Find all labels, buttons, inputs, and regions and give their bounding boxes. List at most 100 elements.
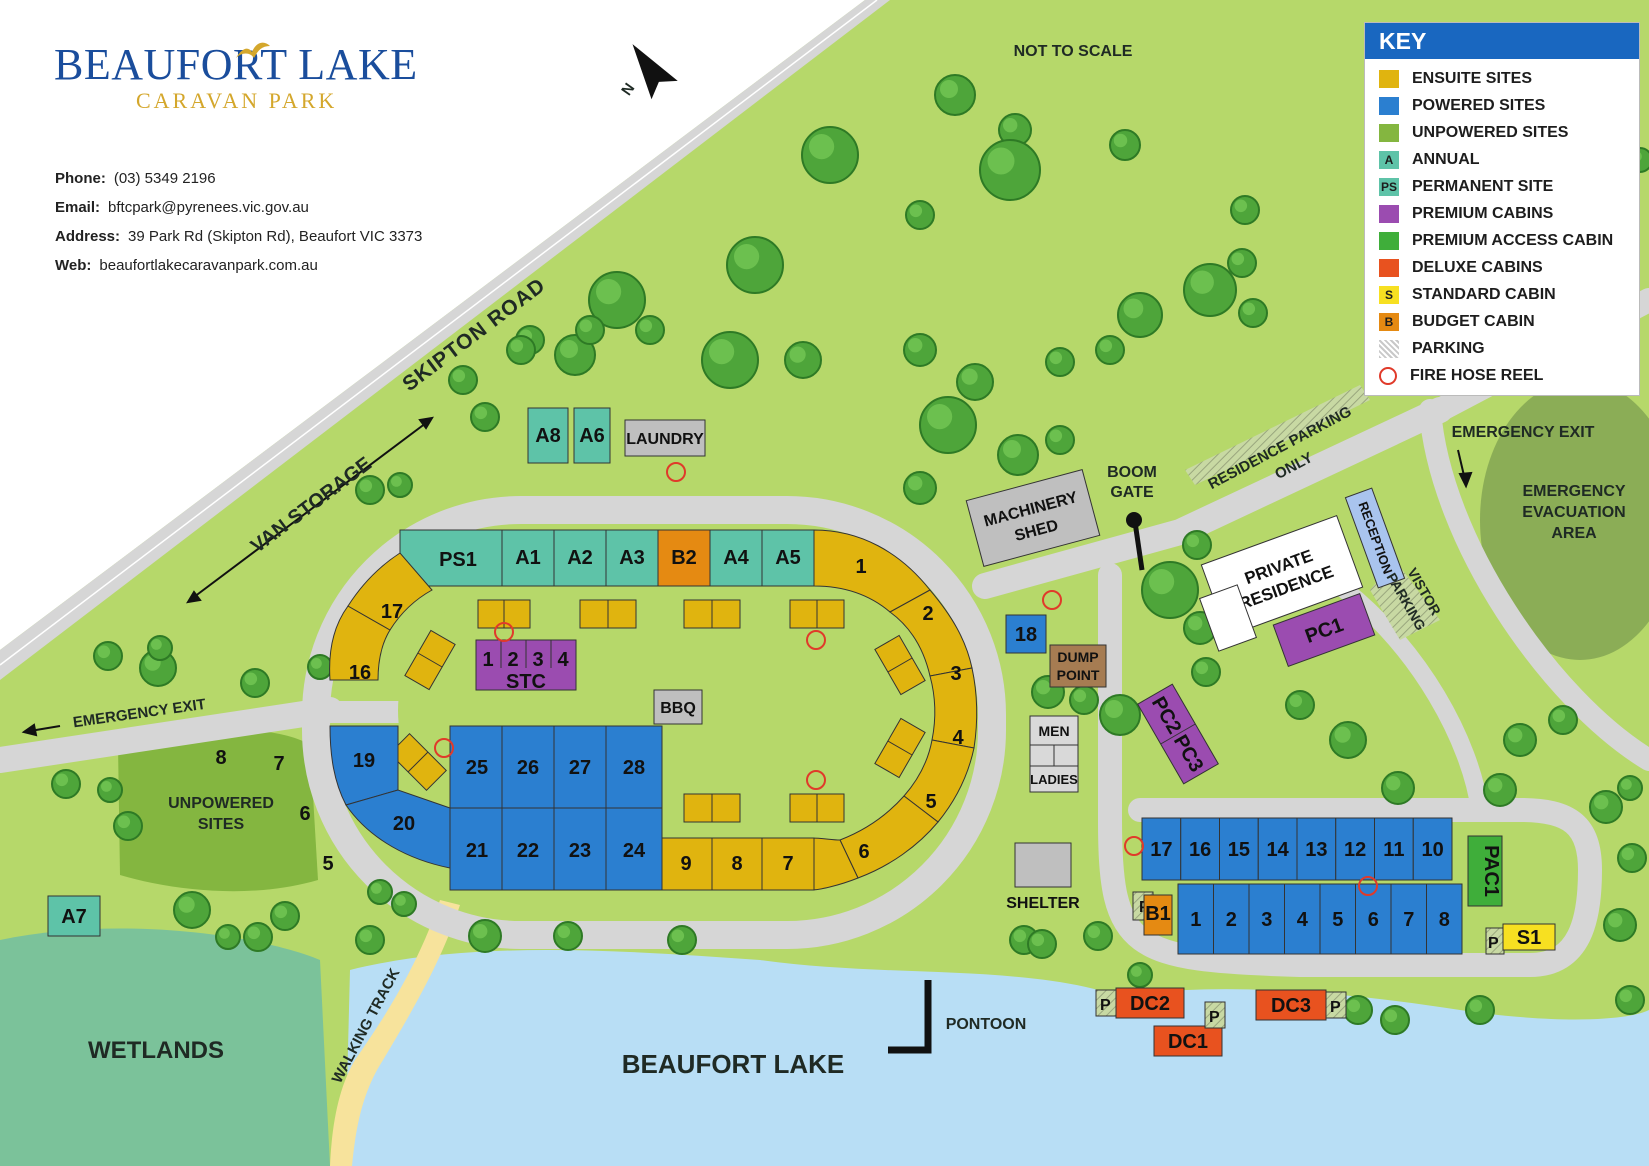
ladies-label: LADIES (1030, 772, 1078, 787)
east-site-3[interactable] (1248, 883, 1285, 955)
emergency-exit-east-label: EMERGENCY EXIT (1452, 424, 1595, 441)
key-label: DELUXE CABINS (1412, 258, 1543, 276)
site-a6[interactable] (573, 407, 611, 464)
tree-highlight (987, 147, 1015, 175)
label-b2: B2 (671, 547, 697, 569)
label-site-8: 8 (731, 853, 742, 875)
tree-highlight (1608, 913, 1623, 928)
east-site-5[interactable] (1319, 883, 1356, 955)
east-site-11[interactable] (1374, 817, 1414, 881)
key-item: UNPOWERED SITES (1379, 119, 1639, 146)
label-stc-3: 3 (532, 649, 543, 671)
bbq-label: BBQ (660, 700, 696, 717)
contact-web: Web: beaufortlakecaravanpark.com.au (55, 257, 422, 286)
tree-highlight (1231, 252, 1245, 266)
stc-cabins: 1 2 3 4 STC (475, 639, 577, 693)
cabin-s1[interactable] (1502, 923, 1556, 951)
east-site-4[interactable] (1284, 883, 1321, 955)
site-21[interactable] (449, 807, 503, 891)
scale-note: NOT TO SCALE (1014, 43, 1133, 60)
tree-highlight (311, 658, 322, 669)
cabin-dc3[interactable] (1255, 989, 1327, 1021)
east-site-1[interactable] (1177, 883, 1214, 955)
tree-highlight (1113, 133, 1128, 148)
site-23[interactable] (553, 807, 607, 891)
east-site-15[interactable] (1219, 817, 1259, 881)
east-site-7[interactable] (1390, 883, 1427, 955)
key-label: PREMIUM ACCESS CABIN (1412, 231, 1614, 249)
label-site-20: 20 (393, 813, 415, 835)
site-24[interactable] (605, 807, 663, 891)
site-a7[interactable] (47, 895, 101, 937)
east-site-14[interactable] (1257, 817, 1298, 881)
fire-hose-reel (1358, 876, 1378, 896)
wetlands-label: WETLANDS (88, 1037, 224, 1064)
web-value[interactable]: beaufortlakecaravanpark.com.au (99, 257, 318, 274)
trees (51, 74, 1649, 1035)
tree-highlight (510, 339, 524, 353)
site-22[interactable] (501, 807, 555, 891)
pontoon[interactable] (888, 980, 932, 1054)
tree-highlight (1099, 339, 1113, 353)
cabin-b1[interactable] (1143, 894, 1173, 936)
key-label: PERMANENT SITE (1412, 177, 1554, 195)
shelter-building[interactable] (1014, 842, 1072, 888)
tree-highlight (473, 924, 488, 939)
tree-highlight (940, 80, 958, 98)
label-east-site-16: 16 (1189, 839, 1211, 861)
east-site-2[interactable] (1213, 883, 1250, 955)
site-28[interactable] (605, 725, 663, 809)
cabin-dc1[interactable] (1153, 1025, 1223, 1057)
tree-highlight (1131, 966, 1142, 977)
site-7[interactable] (761, 837, 815, 891)
label-site-21: 21 (466, 840, 488, 862)
brand-subtitle: CARAVAN PARK (136, 88, 338, 113)
phone-value[interactable]: (03) 5349 2196 (113, 170, 216, 187)
key-swatch (1379, 123, 1399, 142)
key-item: PS PERMANENT SITE (1379, 173, 1639, 200)
east-site-16[interactable] (1180, 817, 1220, 881)
cabin-pac1[interactable] (1467, 835, 1503, 907)
key-swatch: PS (1379, 177, 1399, 196)
east-site-6[interactable] (1355, 883, 1392, 955)
east-site-8[interactable] (1426, 883, 1463, 955)
key-swatch (1379, 231, 1399, 250)
site-17[interactable] (347, 552, 433, 631)
site-27[interactable] (553, 725, 607, 809)
site-a2[interactable] (553, 529, 607, 587)
email-value[interactable]: bftcpark@pyrenees.vic.gov.au (108, 199, 309, 216)
east-site-17[interactable] (1141, 817, 1182, 881)
site-a4[interactable] (709, 529, 763, 587)
reception-building[interactable] (1344, 487, 1406, 589)
fire-hose-reels (434, 462, 1378, 896)
site-a5[interactable] (761, 529, 815, 587)
site-18[interactable] (1005, 614, 1047, 654)
contact-email: Email:bftcpark@pyrenees.vic.gov.au (55, 199, 422, 228)
machinery-shed[interactable] (965, 469, 1101, 567)
key-label: STANDARD CABIN (1412, 285, 1556, 303)
bbq-building[interactable] (653, 689, 703, 725)
east-site-13[interactable] (1296, 817, 1337, 881)
north-arrow (632, 44, 678, 100)
site-a1[interactable] (501, 529, 555, 587)
east-site-12[interactable] (1335, 817, 1375, 881)
site-a8[interactable] (527, 407, 569, 464)
site-a3[interactable] (605, 529, 659, 587)
key-item: ENSUITE SITES (1379, 65, 1639, 92)
site-b2[interactable] (657, 529, 711, 587)
dump-point[interactable] (1049, 644, 1107, 688)
cabin-pc1[interactable] (1272, 592, 1376, 668)
cabin-dc2[interactable] (1115, 987, 1185, 1019)
tree-highlight (395, 895, 406, 906)
laundry-building[interactable] (624, 419, 706, 457)
label-stc-2: 2 (507, 649, 518, 671)
web-label: Web: (55, 257, 92, 274)
east-site-10[interactable] (1412, 817, 1453, 881)
north-arrow-icon (632, 44, 678, 100)
parking-dc3[interactable] (1325, 991, 1347, 1019)
parking-dc1[interactable] (1204, 1001, 1226, 1029)
site-8[interactable] (711, 837, 763, 891)
